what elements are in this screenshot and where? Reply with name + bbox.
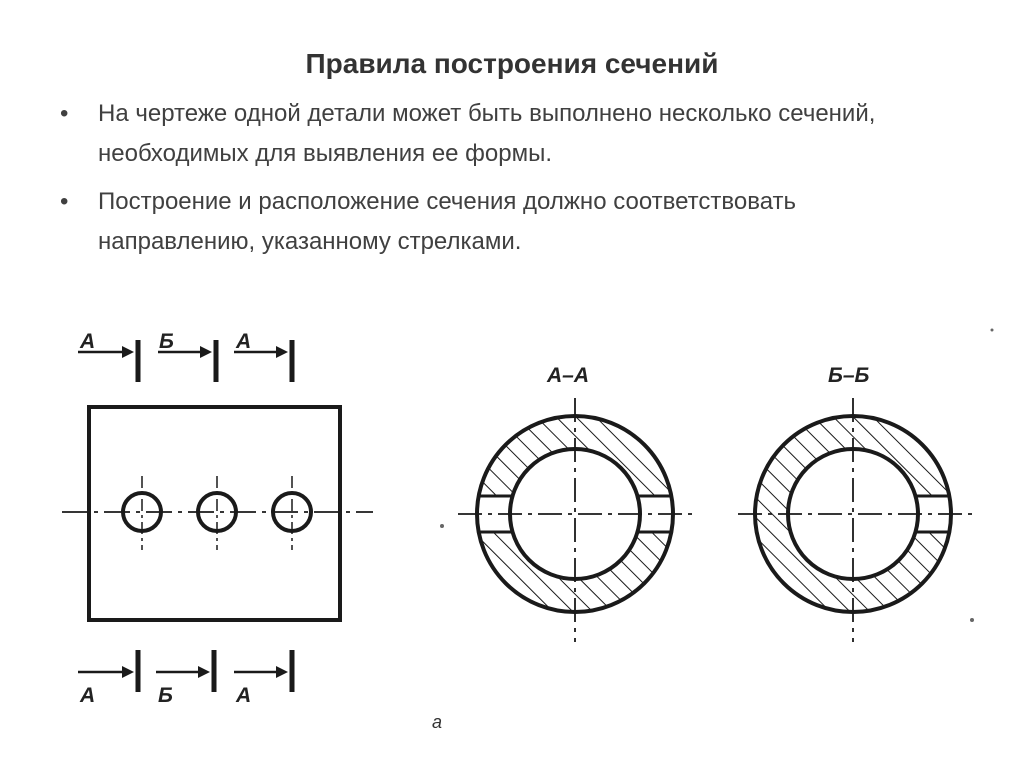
bullet-list: На чертеже одной детали может быть выпол…	[58, 94, 938, 270]
plate-view	[62, 405, 373, 622]
top-section-markers	[78, 340, 295, 382]
top-label-a1: А	[79, 330, 95, 353]
top-label-a2: А	[235, 330, 251, 353]
section-a-label: А–А	[546, 364, 589, 387]
section-b-ring	[738, 398, 972, 642]
stray-mark: а	[432, 712, 442, 732]
scan-marks	[440, 328, 994, 622]
top-label-b: Б	[159, 330, 174, 353]
bottom-label-a1: А	[79, 684, 95, 707]
section-drawing: А Б А А Б А А–А	[62, 328, 994, 732]
bullet-item: Построение и расположение сечения должно…	[58, 182, 938, 262]
slide-title: Правила построения сечений	[305, 48, 719, 79]
section-a-ring	[458, 398, 692, 642]
section-b-label: Б–Б	[828, 364, 870, 387]
bottom-label-b: Б	[158, 684, 173, 707]
bullet-item: На чертеже одной детали может быть выпол…	[58, 94, 938, 174]
bottom-section-markers	[78, 650, 295, 692]
bottom-label-a2: А	[235, 684, 251, 707]
